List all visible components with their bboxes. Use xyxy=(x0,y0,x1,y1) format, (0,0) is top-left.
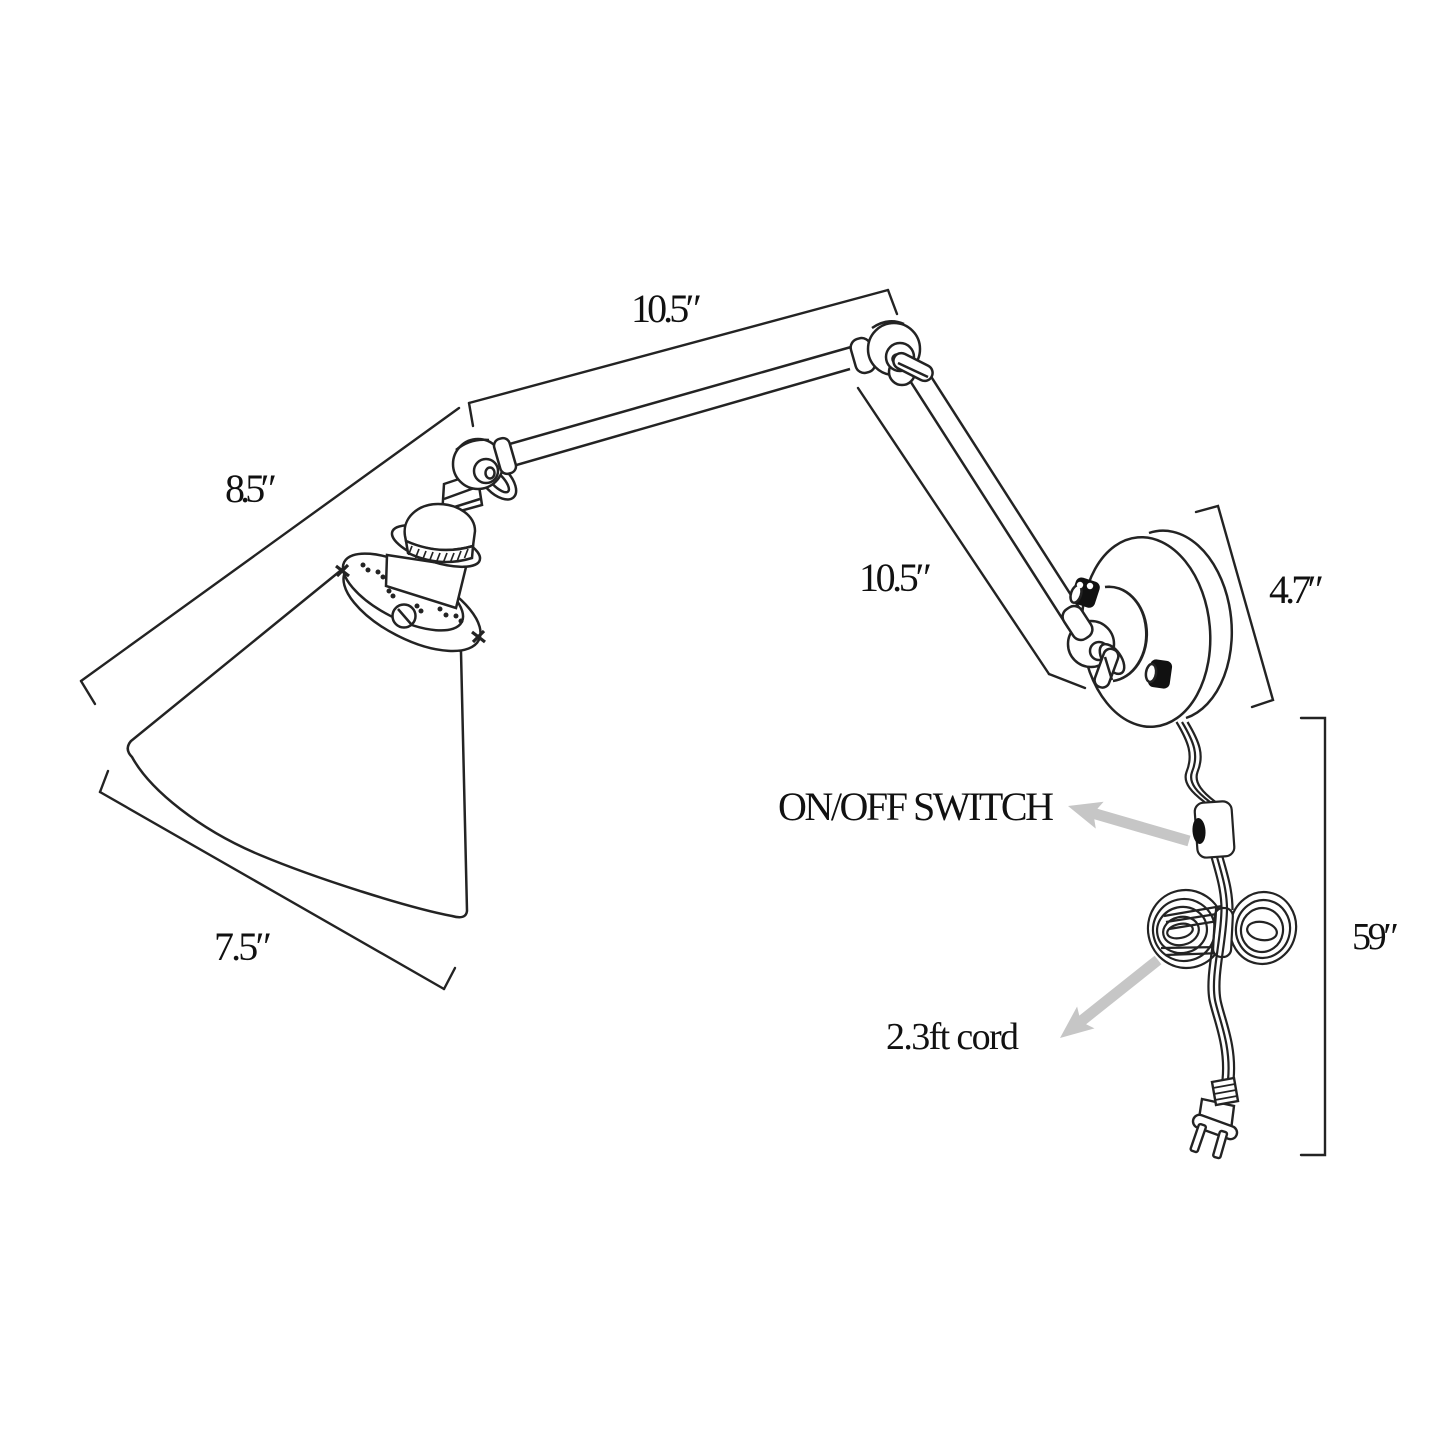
svg-text:10.5″: 10.5″ xyxy=(631,286,702,331)
svg-text:7.5″: 7.5″ xyxy=(214,924,272,969)
svg-text:ON/OFF SWITCH: ON/OFF SWITCH xyxy=(778,784,1054,829)
svg-text:59″: 59″ xyxy=(1352,916,1399,958)
svg-text:8.5″: 8.5″ xyxy=(225,466,277,511)
svg-text:2.3ft cord: 2.3ft cord xyxy=(886,1016,1019,1058)
svg-text:4.7″: 4.7″ xyxy=(1269,567,1324,612)
svg-text:10.5″: 10.5″ xyxy=(859,555,932,600)
